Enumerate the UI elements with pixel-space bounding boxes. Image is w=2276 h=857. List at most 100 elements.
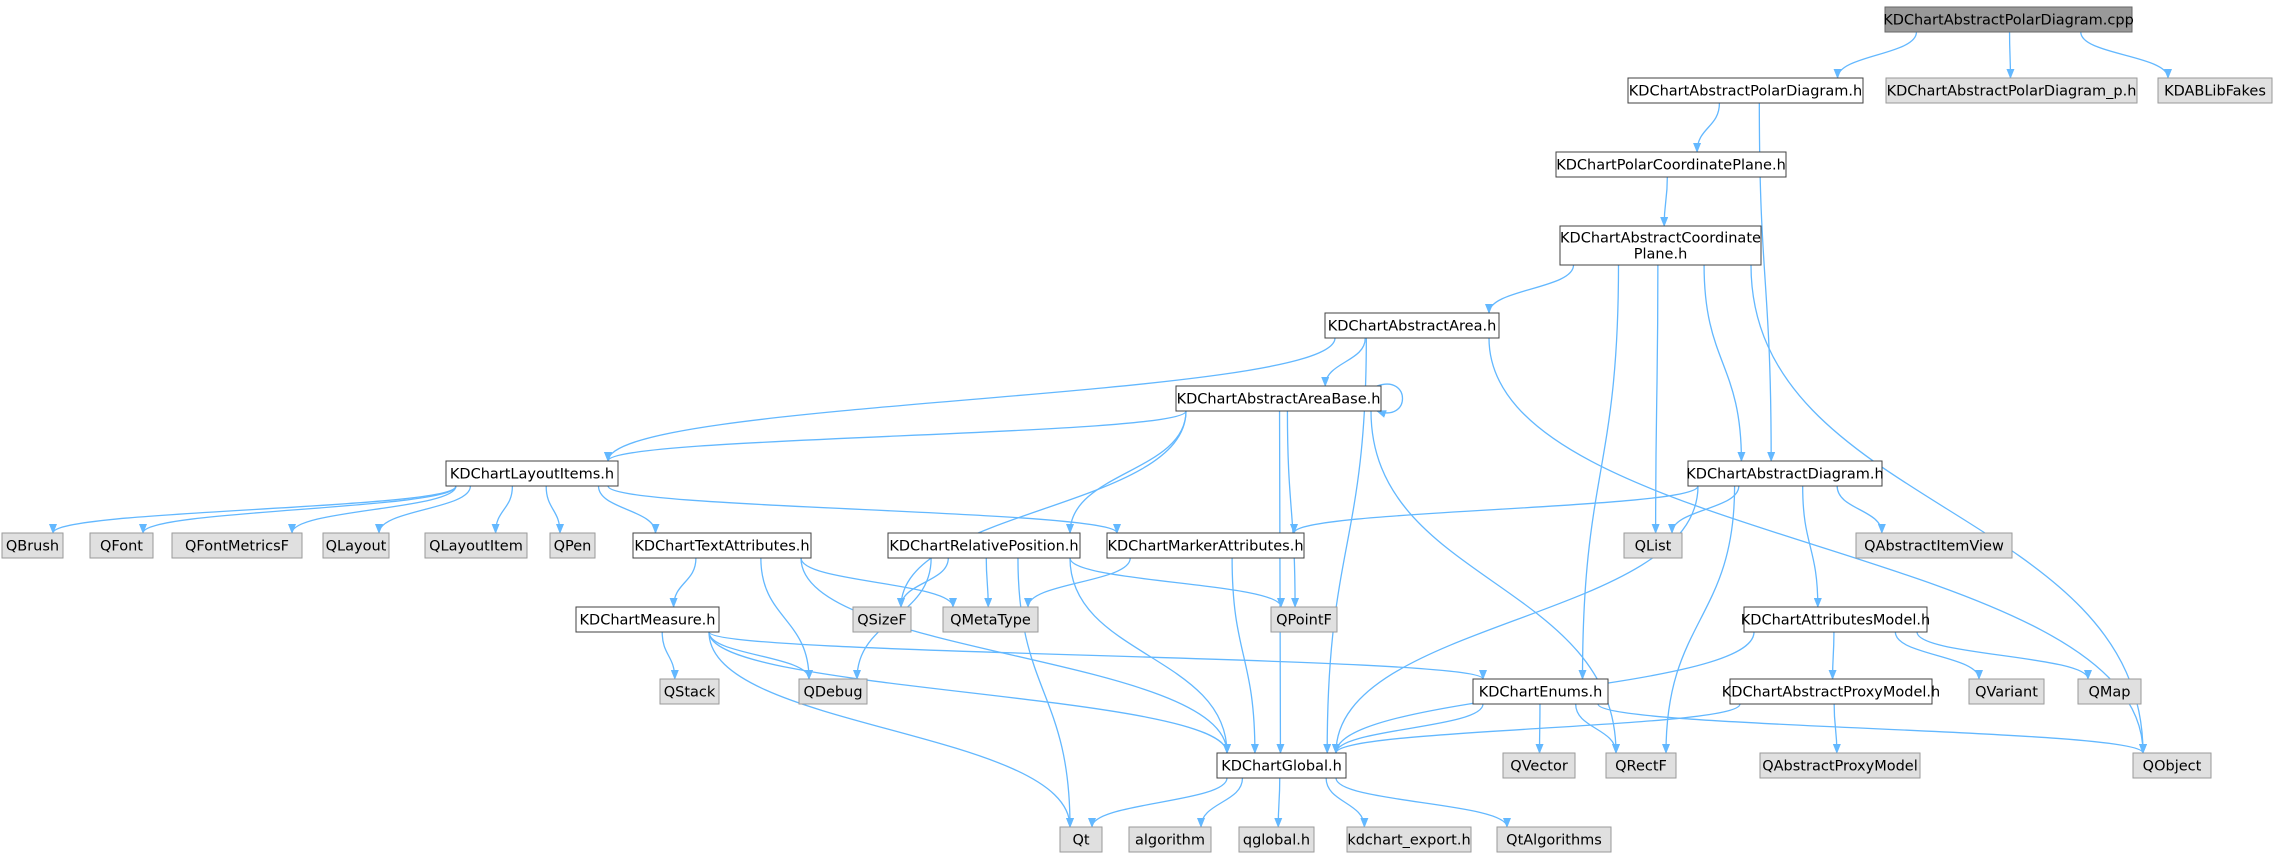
nodes: KDChartAbstractPolarDiagram.cppKDChartAb… — [1, 6, 2273, 853]
node-qfm: QFontMetricsF — [171, 532, 303, 559]
node-box — [1559, 225, 1762, 266]
node-box — [1324, 312, 1500, 339]
edge-acp-to-qobject — [1750, 264, 2147, 754]
edge-li-to-qlayout — [375, 485, 472, 534]
edge-enums-to-glob — [1332, 703, 1484, 754]
node-aab[interactable]: KDChartAbstractAreaBase.h — [1175, 385, 1382, 412]
node-aa[interactable]: KDChartAbstractArea.h — [1324, 312, 1500, 339]
node-label: QFontMetricsF — [185, 539, 289, 555]
node-box — [1743, 606, 1928, 633]
node-qmap: QMap — [2077, 678, 2142, 705]
node-box — [1216, 752, 1347, 779]
edge-am-to-qvariant — [1894, 631, 1983, 680]
edge-aa-to-aab — [1321, 337, 1366, 387]
edge-acp-to-ad — [1703, 264, 1746, 462]
node-kexp: kdchart_export.h — [1346, 826, 1472, 853]
edge-ad-to-am — [1802, 485, 1822, 608]
edge-root-to-kdab — [2080, 31, 2172, 79]
edge-meas-to-glob — [708, 631, 1231, 754]
node-box — [852, 606, 912, 633]
node-box — [89, 532, 154, 559]
edge-am-to-apm — [1828, 631, 1837, 680]
node-enums[interactable]: KDChartEnums.h — [1472, 678, 1609, 705]
node-ad[interactable]: KDChartAbstractDiagram.h — [1686, 460, 1884, 487]
edge-aab-to-glob — [1276, 410, 1285, 754]
edges — [49, 31, 2172, 828]
node-meas[interactable]: KDChartMeasure.h — [575, 606, 720, 633]
node-label: QSizeF — [857, 613, 907, 629]
node-box — [632, 532, 812, 559]
edge-aa-to-li — [604, 337, 1336, 462]
edge-meas-to-enums — [708, 631, 1487, 680]
node-label: KDChartAbstractPolarDiagram_p.h — [1887, 84, 2137, 100]
edge-acp-to-enums — [1578, 264, 1620, 680]
edge-pcp-to-acp — [1660, 176, 1669, 227]
edge-ta-to-glob — [800, 557, 1231, 754]
node-label: QMap — [2088, 685, 2130, 701]
node-label: QRectF — [1615, 759, 1667, 775]
node-label: QAbstractProxyModel — [1762, 759, 1918, 775]
edge-ad-to-qaiv — [1836, 485, 1886, 534]
node-am[interactable]: KDChartAttributesModel.h — [1741, 606, 1930, 633]
edge-glob-to-algo — [1197, 777, 1244, 828]
edge-root-to-apd_h — [1833, 31, 1918, 79]
edge-glob-to-kexp — [1325, 777, 1369, 828]
node-label: kdchart_export.h — [1347, 833, 1470, 849]
node-root[interactable]: KDChartAbstractPolarDiagram.cpp — [1883, 6, 2134, 33]
edge-glob-to-qtalgo — [1335, 777, 1511, 828]
edge-glob-to-qt — [1088, 777, 1228, 828]
edge-li-to-ma — [607, 485, 1121, 534]
node-box — [1106, 532, 1305, 559]
node-kdab: KDABLibFakes — [2157, 77, 2273, 104]
node-qaiv: QAbstractItemView — [1855, 532, 2013, 559]
node-rp[interactable]: KDChartRelativePosition.h — [887, 532, 1081, 559]
edge-acp-to-aa — [1485, 264, 1575, 314]
node-qdebug: QDebug — [798, 678, 868, 705]
edge-aa-to-qobject — [1488, 337, 2147, 754]
node-box — [1623, 532, 1683, 559]
node-box — [1128, 826, 1212, 853]
edge-ad-to-qlist — [1668, 485, 1740, 534]
node-pcp[interactable]: KDChartPolarCoordinatePlane.h — [1555, 151, 1787, 178]
node-label: QStack — [664, 685, 716, 701]
edge-ta-to-qmeta — [800, 557, 957, 608]
node-box — [798, 678, 868, 705]
node-box — [1555, 151, 1787, 178]
edge-aa-to-glob — [1323, 337, 1367, 754]
node-box — [1, 532, 64, 559]
node-box — [2157, 77, 2273, 104]
node-box — [322, 532, 390, 559]
node-box — [1968, 678, 2045, 705]
node-label: KDChartEnums.h — [1479, 685, 1603, 701]
node-label: QVariant — [1975, 685, 2038, 701]
node-qmeta: QMetaType — [942, 606, 1039, 633]
edge-li-to-qfm — [288, 485, 457, 534]
node-box — [1059, 826, 1103, 853]
node-apd_h[interactable]: KDChartAbstractPolarDiagram.h — [1627, 77, 1864, 104]
edge-aab-to-qsizef — [897, 410, 1187, 608]
node-label: QPen — [554, 539, 592, 555]
node-box — [1687, 460, 1883, 487]
node-li[interactable]: KDChartLayoutItems.h — [445, 460, 619, 487]
node-label: QBrush — [6, 539, 59, 555]
node-box — [1855, 532, 2013, 559]
node-glob[interactable]: KDChartGlobal.h — [1216, 752, 1347, 779]
node-qvector: QVector — [1502, 752, 1576, 779]
edge-meas-to-qdebug — [708, 631, 813, 680]
node-box — [1502, 752, 1576, 779]
node-box — [1175, 385, 1382, 412]
edge-ma-to-glob — [1231, 557, 1259, 754]
edge-li-to-qfont — [139, 485, 457, 534]
node-label: KDABLibFakes — [2164, 84, 2266, 100]
edge-root-to-apd_p — [2006, 31, 2015, 79]
node-box — [1729, 678, 1933, 705]
node-box — [1472, 678, 1609, 705]
node-label: Plane.h — [1634, 247, 1688, 263]
node-ma[interactable]: KDChartMarkerAttributes.h — [1106, 532, 1305, 559]
node-label: QVector — [1510, 759, 1568, 775]
edge-apm-to-glob — [1332, 703, 1741, 754]
node-label: QFont — [100, 539, 143, 555]
node-apm[interactable]: KDChartAbstractProxyModel.h — [1722, 678, 1940, 705]
node-ta[interactable]: KDChartTextAttributes.h — [632, 532, 812, 559]
